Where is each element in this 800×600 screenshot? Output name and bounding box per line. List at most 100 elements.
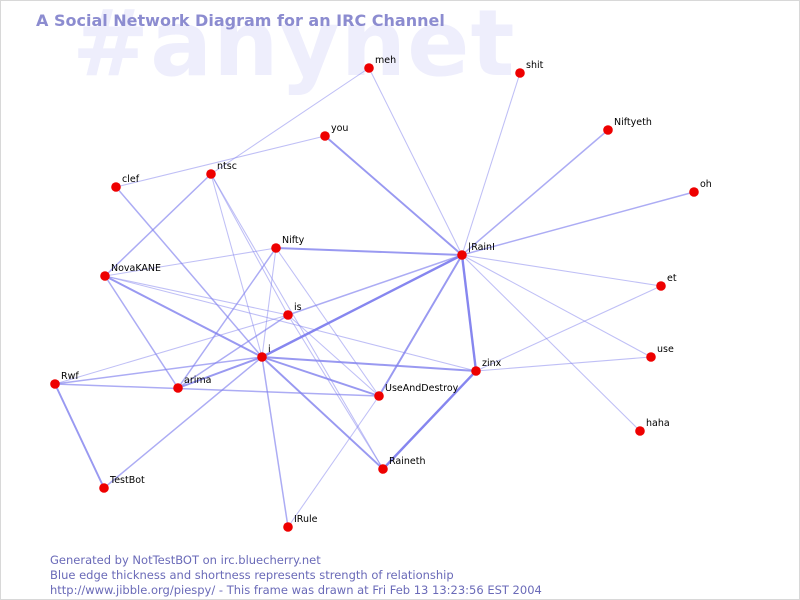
node-Nifty: Nifty xyxy=(271,235,305,253)
edge-Rain-haha xyxy=(461,254,641,432)
edge-Rain-use xyxy=(461,254,652,358)
node-zinx: zinx xyxy=(471,358,502,376)
node-dot xyxy=(515,68,525,78)
edge-oh-Rain xyxy=(461,191,695,256)
node-dot xyxy=(374,391,384,401)
edge-meh-Rain xyxy=(368,67,463,256)
node-label: you xyxy=(331,123,348,134)
node-dot xyxy=(457,250,467,260)
edge-ntsc-i xyxy=(210,173,263,358)
edge-Nifty-NovaKANE xyxy=(104,247,277,277)
node-label: oh xyxy=(700,179,712,190)
edge-you-Rain xyxy=(324,135,463,256)
node-label: UseAndDestroy xyxy=(385,383,459,394)
edge-Rain-UseAndDestroy xyxy=(378,254,463,397)
edge-i-UseAndDestroy xyxy=(261,356,380,397)
node-dot xyxy=(271,243,281,253)
node-Raineth: Raineth xyxy=(378,456,425,474)
edge-meh-ntsc xyxy=(210,67,370,175)
node-label: Raineth xyxy=(389,456,425,467)
node-dot xyxy=(364,63,374,73)
edge-Rain-i xyxy=(261,253,463,359)
node-dot xyxy=(50,379,60,389)
node-dot xyxy=(99,483,109,493)
edge-i-Raineth xyxy=(261,356,384,470)
edge-Rain-zinx xyxy=(460,254,478,372)
node-label: arima xyxy=(184,375,211,386)
node-label: zinx xyxy=(482,358,502,369)
edge-ntsc-NovaKANE xyxy=(104,173,212,277)
node-you: you xyxy=(320,123,348,141)
node-dot xyxy=(283,522,293,532)
node-label: is xyxy=(294,302,302,313)
node-dot xyxy=(646,352,656,362)
node-IRule: IRule xyxy=(283,514,318,532)
footer: Generated by NotTestBOT on irc.bluecherr… xyxy=(50,553,542,598)
node-haha: haha xyxy=(635,418,670,436)
node-Rain: |RainI xyxy=(457,242,495,260)
edge-Nifty-UseAndDestroy xyxy=(275,247,380,397)
node-dot xyxy=(656,281,666,291)
node-label: |RainI xyxy=(468,242,495,253)
node-dot xyxy=(320,131,330,141)
node-arima: arima xyxy=(173,375,211,393)
node-ntsc: ntsc xyxy=(206,161,237,179)
channel-watermark: #anynet xyxy=(72,0,516,97)
node-label: TestBot xyxy=(109,475,145,486)
edge-is-Raineth xyxy=(287,314,384,470)
footer-url-timestamp: http://www.jibble.org/piespy/ - This fra… xyxy=(50,583,542,597)
node-UseAndDestroy: UseAndDestroy xyxy=(374,383,459,401)
node-use: use xyxy=(646,344,674,362)
node-dot xyxy=(206,169,216,179)
node-dot xyxy=(100,271,110,281)
edge-ntsc-is xyxy=(210,173,289,316)
node-et: et xyxy=(656,273,677,291)
node-label: et xyxy=(667,273,677,284)
node-dot xyxy=(283,310,293,320)
edge-Nifty-Rain xyxy=(275,247,463,256)
edge-is-UseAndDestroy xyxy=(287,314,380,397)
edge-Rwf-TestBot xyxy=(54,383,105,489)
edges-layer xyxy=(54,67,695,528)
node-dot xyxy=(635,426,645,436)
node-label: haha xyxy=(646,418,670,429)
node-label: i xyxy=(268,344,271,355)
node-is: is xyxy=(283,302,302,320)
node-label: NovaKANE xyxy=(111,263,161,274)
node-i: i xyxy=(257,344,271,362)
edge-you-clef xyxy=(115,135,326,188)
edge-i-zinx xyxy=(261,356,477,372)
edge-Nifty-arima xyxy=(177,247,277,389)
edge-i-TestBot xyxy=(103,356,263,489)
edge-Nifty-i xyxy=(261,247,277,358)
edge-Rain-is xyxy=(287,254,463,316)
footer-legend-note: Blue edge thickness and shortness repres… xyxy=(50,568,454,582)
node-dot xyxy=(111,182,121,192)
node-dot xyxy=(603,125,613,135)
edge-is-Rwf xyxy=(54,314,289,385)
edge-NovaKANE-zinx xyxy=(104,275,477,372)
node-label: IRule xyxy=(294,514,318,525)
edge-i-IRule xyxy=(261,356,289,528)
node-dot xyxy=(378,464,388,474)
node-dot xyxy=(471,366,481,376)
edge-ntsc-Raineth xyxy=(210,173,384,470)
edge-Rain-et xyxy=(461,254,662,287)
edge-shit-Rain xyxy=(461,72,521,256)
edge-is-arima xyxy=(177,314,289,389)
node-oh: oh xyxy=(689,179,712,197)
edge-zinx-use xyxy=(475,356,652,372)
node-shit: shit xyxy=(515,60,544,78)
edge-zinx-Raineth xyxy=(382,370,477,470)
node-TestBot: TestBot xyxy=(99,475,145,493)
edge-NovaKANE-arima xyxy=(104,275,179,389)
node-label: use xyxy=(657,344,674,355)
edge-Niftyeth-Rain xyxy=(461,129,609,256)
node-dot xyxy=(173,383,183,393)
node-Rwf: Rwf xyxy=(50,371,79,389)
node-Niftyeth: Niftyeth xyxy=(603,117,652,135)
edge-Rwf-UseAndDestroy xyxy=(54,383,380,397)
edge-NovaKANE-is xyxy=(104,275,289,316)
node-meh: meh xyxy=(364,55,396,73)
